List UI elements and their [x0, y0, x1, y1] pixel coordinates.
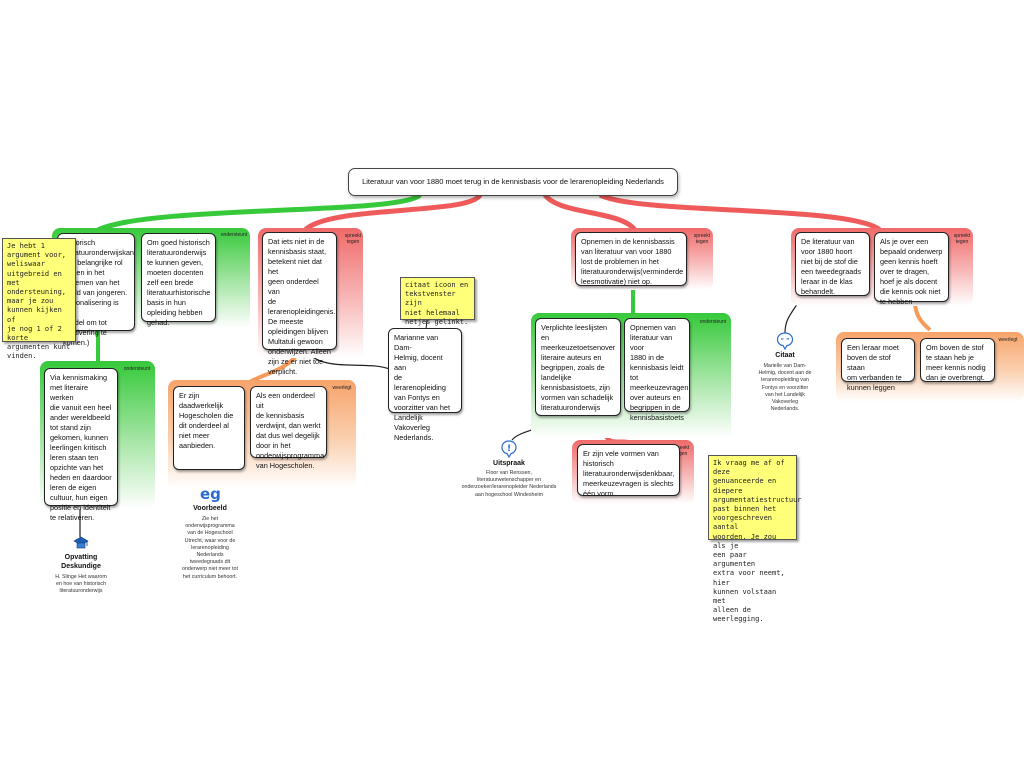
statement-label: Uitspraak — [493, 460, 525, 467]
argument-b1[interactable]: Dat iets niet in de kennisbasis staat, b… — [262, 232, 337, 376]
quote-label: Citaat — [775, 352, 795, 359]
argument-b3[interactable]: Als een onderdeel uit de kennisbasis ver… — [250, 386, 327, 470]
source-b4[interactable]: Marianne van Dam- Helmig, docent aan de … — [388, 328, 462, 442]
argument-a2[interactable]: Om goed historisch literatuuronderwijs t… — [141, 233, 216, 327]
svg-text:“ ”: “ ” — [780, 338, 790, 344]
example-description: Zie het onderwijsprogramma van de Hogesc… — [182, 516, 238, 580]
argument-d4[interactable]: Om boven de stof te staan heb je meer ke… — [920, 338, 995, 382]
tag-ondersteunt-a3: ondersteunt — [123, 366, 151, 372]
argument-c2[interactable]: Verplichte leeslijsten en meerkeuzetoets… — [535, 318, 621, 416]
link-b1-b4 — [309, 354, 393, 371]
argument-b2[interactable]: Er zijn daadwerkelijk Hogescholen die di… — [173, 386, 245, 470]
tag-spreekt-tegen-c4: spreekt tegen — [672, 445, 690, 457]
tag-spreekt-tegen-b: spreekt tegen — [344, 233, 362, 245]
statement-description: Floor van Renssen, literatuurwetenschapp… — [461, 470, 557, 498]
link-root-red1 — [303, 193, 483, 232]
eg-icon[interactable]: eg — [200, 485, 221, 503]
argument-a3[interactable]: Via kennismaking met literaire werken di… — [44, 368, 118, 522]
quote-description: Marielle van Dam- Helmig, docent aan de … — [758, 363, 812, 413]
link-d2-d3 — [913, 301, 932, 332]
tag-spreekt-tegen-c: spreekt tegen — [693, 233, 711, 245]
tag-ondersteunt-c: ondersteunt — [699, 319, 727, 325]
graduation-cap-icon[interactable] — [73, 535, 89, 551]
tag-spreekt-tegen-d: spreekt tegen — [953, 233, 971, 245]
link-root-red3 — [598, 192, 882, 233]
quote-icon[interactable]: “ ” — [776, 332, 794, 351]
expert-label: Opvatting Deskundige — [61, 554, 101, 570]
expert-description: H. Slinge Het waarom en hoe van historis… — [55, 574, 107, 595]
link-root-red2 — [543, 193, 637, 232]
exclamation-icon[interactable]: ! — [501, 440, 517, 459]
svg-text:!: ! — [507, 444, 511, 454]
argument-c4[interactable]: Er zijn vele vormen van historisch liter… — [577, 444, 680, 498]
argument-d2[interactable]: Als je over een bepaald onderwerp geen k… — [874, 232, 949, 306]
argument-c1[interactable]: Opnemen in de kennisbassis van literatuu… — [575, 232, 687, 286]
tag-weerlegt-b: weerlegt — [332, 385, 352, 391]
root-claim-text: Literatuur van voor 1880 moet terug in d… — [362, 177, 664, 186]
tag-weerlegt-d: weerlegt — [998, 337, 1018, 343]
comment-note-1[interactable]: Je hebt 1 argument voor, weliswaar uitge… — [2, 238, 76, 360]
comment-note-2[interactable]: citaat icoon en tekstvenster zijn niet h… — [400, 277, 475, 326]
example-label: Voorbeeld — [193, 505, 227, 512]
argument-d1[interactable]: De literatuur van voor 1880 hoort niet b… — [795, 232, 870, 296]
argument-c3[interactable]: Opnemen van literatuur van voor 1880 in … — [624, 318, 690, 422]
tag-ondersteunt-a: ondersteunt — [220, 232, 248, 238]
comment-note-3[interactable]: Ik vraag me af of deze genuanceerde en d… — [708, 455, 802, 623]
argument-d3[interactable]: Een leraar moet boven de stof staan om v… — [841, 338, 915, 392]
link-root-green — [96, 192, 422, 233]
root-claim[interactable]: Literatuur van voor 1880 moet terug in d… — [348, 168, 678, 196]
